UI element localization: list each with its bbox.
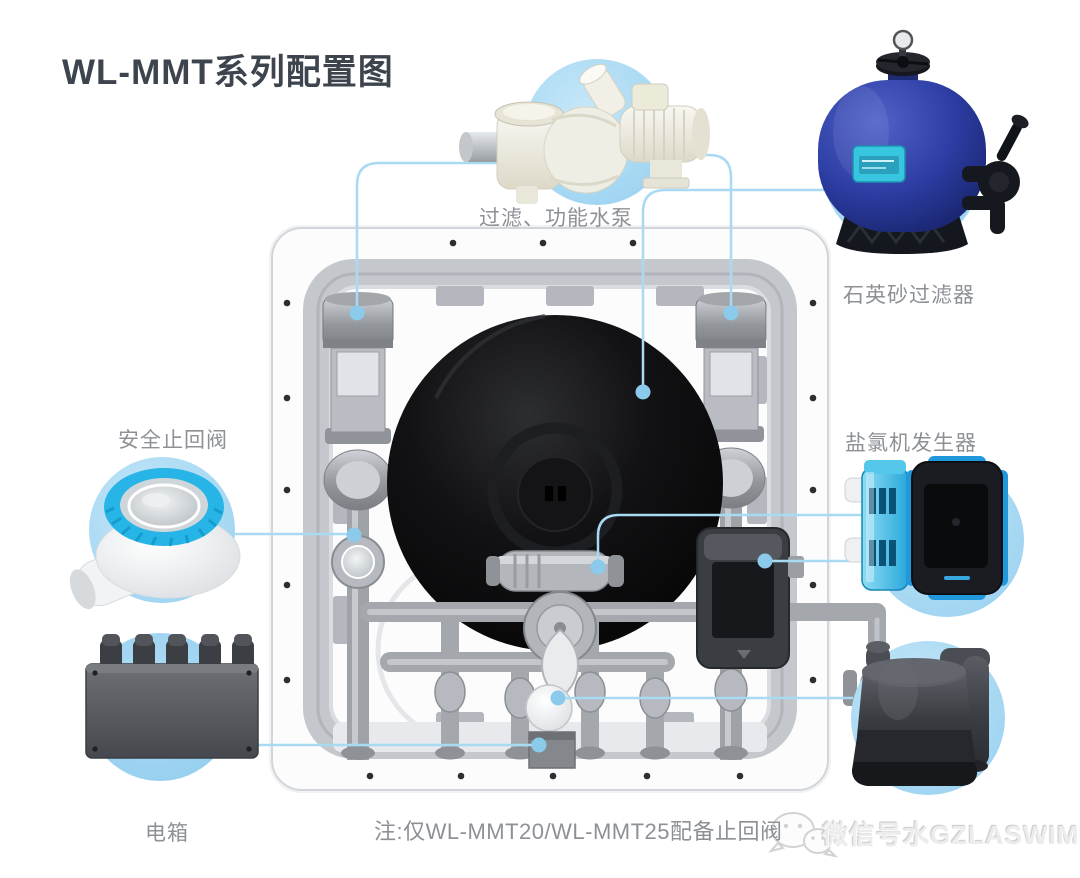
pit-multiport-valve xyxy=(523,591,597,732)
page-title: WL-MMT系列配置图 xyxy=(62,53,394,92)
callout-line-sand-filter xyxy=(641,188,826,385)
callout-line-chlorinator-cell xyxy=(596,513,873,560)
electric-box-image xyxy=(85,634,259,759)
wechat-icon xyxy=(768,812,839,858)
sand-filter-label: 石英砂过滤器 xyxy=(843,284,975,307)
sand-filter-image xyxy=(818,29,1029,254)
chlorinator-label: 盐氯机发生器 xyxy=(845,432,977,455)
electric-box-label: 电箱 xyxy=(145,822,189,845)
equipment-pit-diagram xyxy=(269,225,895,793)
pump-image xyxy=(459,63,710,204)
cable-glands xyxy=(100,634,254,668)
drain-pump-image xyxy=(852,641,990,786)
check-valve-image xyxy=(69,468,241,610)
callout-dots xyxy=(346,305,773,753)
chlorinator-control-box xyxy=(906,456,1008,600)
pit-control-unit xyxy=(696,527,804,669)
pit-pump-left xyxy=(322,292,394,760)
pit-filter-dome xyxy=(387,314,723,651)
callout-lines xyxy=(222,153,873,747)
watermark-text: 微信号水GZLASWIM xyxy=(822,820,1080,850)
pit-rim-screws xyxy=(283,239,817,780)
pit-cell-housing xyxy=(486,550,624,592)
check-valve-ring xyxy=(104,468,224,547)
check-valve-label: 安全止回阀 xyxy=(118,429,228,452)
pump-label: 过滤、功能水泵 xyxy=(479,207,633,230)
pressure-gauge-icon xyxy=(892,29,914,51)
callout-line-pump-right xyxy=(663,153,733,306)
callout-line-pump-left xyxy=(355,161,534,306)
chlorinator-image xyxy=(844,456,1008,600)
footnote: 注:仅WL-MMT20/WL-MMT25配备止回阀 xyxy=(374,819,783,844)
pit-ball-fitting xyxy=(525,684,573,732)
multiport-valve-image xyxy=(962,114,1029,234)
